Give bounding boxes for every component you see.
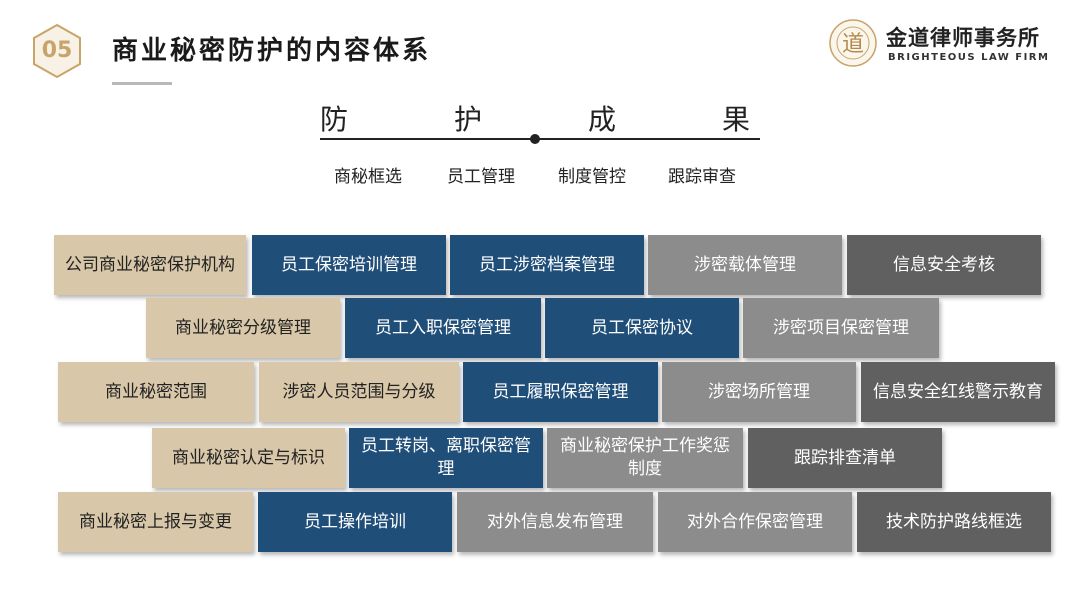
grid-cell: 涉密场所管理	[662, 362, 856, 422]
heading-char-3: 成	[588, 103, 617, 136]
grid-cell: 商业秘密分级管理	[146, 298, 340, 358]
grid-cell: 员工入职保密管理	[345, 298, 541, 358]
subitem-scope: 商秘框选	[334, 167, 402, 187]
grid-cell: 商业秘密认定与标识	[152, 428, 345, 488]
grid-cell: 涉密载体管理	[648, 235, 842, 295]
section-number-hexagon-icon	[33, 23, 81, 79]
grid-cell: 员工操作培训	[258, 492, 452, 552]
heading-char-4: 果	[722, 103, 751, 136]
grid-cell: 技术防护路线框选	[857, 492, 1051, 552]
grid-cell: 员工转岗、离职保密管理	[349, 428, 543, 488]
grid-cell: 商业秘密保护工作奖惩制度	[547, 428, 743, 488]
svg-text:道: 道	[842, 32, 864, 57]
grid-cell: 涉密人员范围与分级	[259, 362, 459, 422]
subitem-system: 制度管控	[558, 167, 626, 187]
heading-divider-line	[320, 138, 760, 140]
subitem-staff: 员工管理	[447, 167, 515, 187]
grid-cell: 公司商业秘密保护机构	[54, 235, 246, 295]
grid-cell: 商业秘密上报与变更	[58, 492, 253, 552]
grid-cell: 信息安全考核	[847, 235, 1041, 295]
law-firm-seal-icon: 道	[829, 19, 877, 67]
grid-cell: 涉密项目保密管理	[743, 298, 939, 358]
subitem-tracking: 跟踪审查	[668, 167, 736, 187]
grid-cell: 对外合作保密管理	[658, 492, 852, 552]
heading-char-1: 防	[320, 103, 349, 136]
heading-divider-dot	[530, 134, 540, 144]
grid-cell: 商业秘密范围	[58, 362, 254, 422]
grid-cell: 对外信息发布管理	[457, 492, 653, 552]
title-underline	[112, 82, 172, 85]
section-number: 05	[41, 38, 73, 63]
law-firm-name-en: BRIGHTEOUS LAW FIRM	[888, 52, 1050, 63]
grid-cell: 员工涉密档案管理	[450, 235, 644, 295]
grid-cell: 信息安全红线警示教育	[861, 362, 1055, 422]
grid-cell: 员工保密培训管理	[252, 235, 446, 295]
grid-cell: 员工保密协议	[545, 298, 739, 358]
law-firm-name: 金道律师事务所	[886, 25, 1040, 50]
grid-cell: 员工履职保密管理	[463, 362, 658, 422]
heading-char-2: 护	[454, 103, 483, 136]
grid-cell: 跟踪排查清单	[748, 428, 942, 488]
page-title: 商业秘密防护的内容体系	[112, 36, 432, 66]
